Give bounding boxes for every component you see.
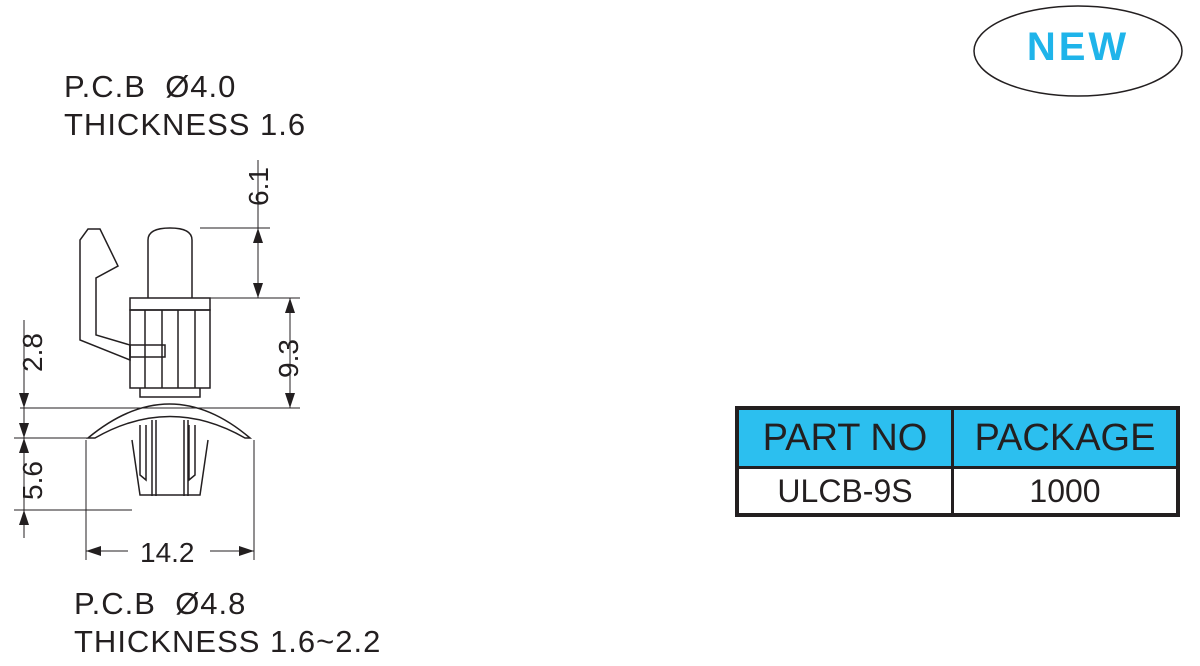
top-pin — [147, 227, 193, 298]
hook-arm — [79, 228, 131, 362]
dimension-lines — [14, 160, 300, 560]
cell-part-no: ULCB-9S — [735, 466, 954, 517]
top-pcb-spec: P.C.B Ø4.0 — [64, 69, 237, 104]
dim-5-6: 5.6 — [17, 461, 48, 500]
dim-9-3: 9.3 — [273, 339, 304, 378]
bottom-pcb-spec: P.C.B Ø4.8 — [74, 586, 247, 621]
bottom-clip — [131, 439, 209, 496]
dim-2-8: 2.8 — [17, 333, 48, 372]
flange — [85, 403, 253, 439]
body-block — [129, 309, 211, 389]
bottom-thickness-spec: THICKNESS 1.6~2.2 — [74, 624, 382, 659]
new-badge-label: NEW — [1026, 25, 1130, 69]
dimension-arrows — [19, 228, 295, 556]
parts-table: PART NO PACKAGE ULCB-9S 1000 — [735, 406, 1180, 517]
dim-14-2: 14.2 — [140, 537, 195, 568]
header-package: PACKAGE — [951, 406, 1180, 469]
part-outline — [79, 227, 253, 496]
table-row: ULCB-9S 1000 — [735, 466, 1180, 517]
top-thickness-spec: THICKNESS 1.6 — [64, 107, 307, 142]
cell-package: 1000 — [951, 466, 1180, 517]
table-header-row: PART NO PACKAGE — [735, 406, 1180, 469]
bottom-pcb-note: P.C.B Ø4.8 THICKNESS 1.6~2.2 — [74, 585, 381, 661]
body-collar — [129, 297, 211, 311]
stem — [139, 388, 201, 398]
dim-6-1: 6.1 — [243, 167, 274, 206]
header-part-no: PART NO — [735, 406, 954, 469]
new-badge — [973, 5, 1183, 97]
top-pcb-note: P.C.B Ø4.0 THICKNESS 1.6 — [64, 68, 306, 144]
